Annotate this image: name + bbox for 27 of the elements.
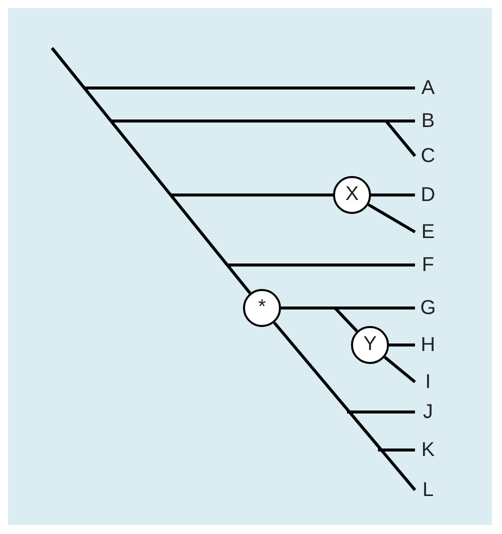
branch-line [368,203,416,234]
taxon-label: F [416,253,440,277]
branch-line [171,194,333,196]
branch-line [84,86,415,90]
taxon-label: L [416,478,440,502]
taxon-label: B [416,109,440,133]
branch-line [50,47,252,294]
branch-line [389,344,415,346]
taxon-label: D [416,183,440,207]
branch-line [334,306,358,332]
branch-line [273,322,416,491]
taxon-label: E [416,220,440,244]
taxon-label: K [416,438,440,462]
branch-line [281,306,415,310]
branch-line [228,264,415,266]
taxon-label: A [416,76,440,100]
taxon-label: I [416,370,440,394]
branch-line [384,120,416,157]
taxon-label: J [416,400,440,424]
taxon-label: G [416,296,440,320]
branch-line [347,410,415,414]
branch-line [378,448,415,452]
taxon-label: C [416,144,440,168]
branch-line [110,120,415,122]
branch-line [384,356,416,384]
taxon-label: H [416,333,440,357]
branch-line [371,194,415,196]
